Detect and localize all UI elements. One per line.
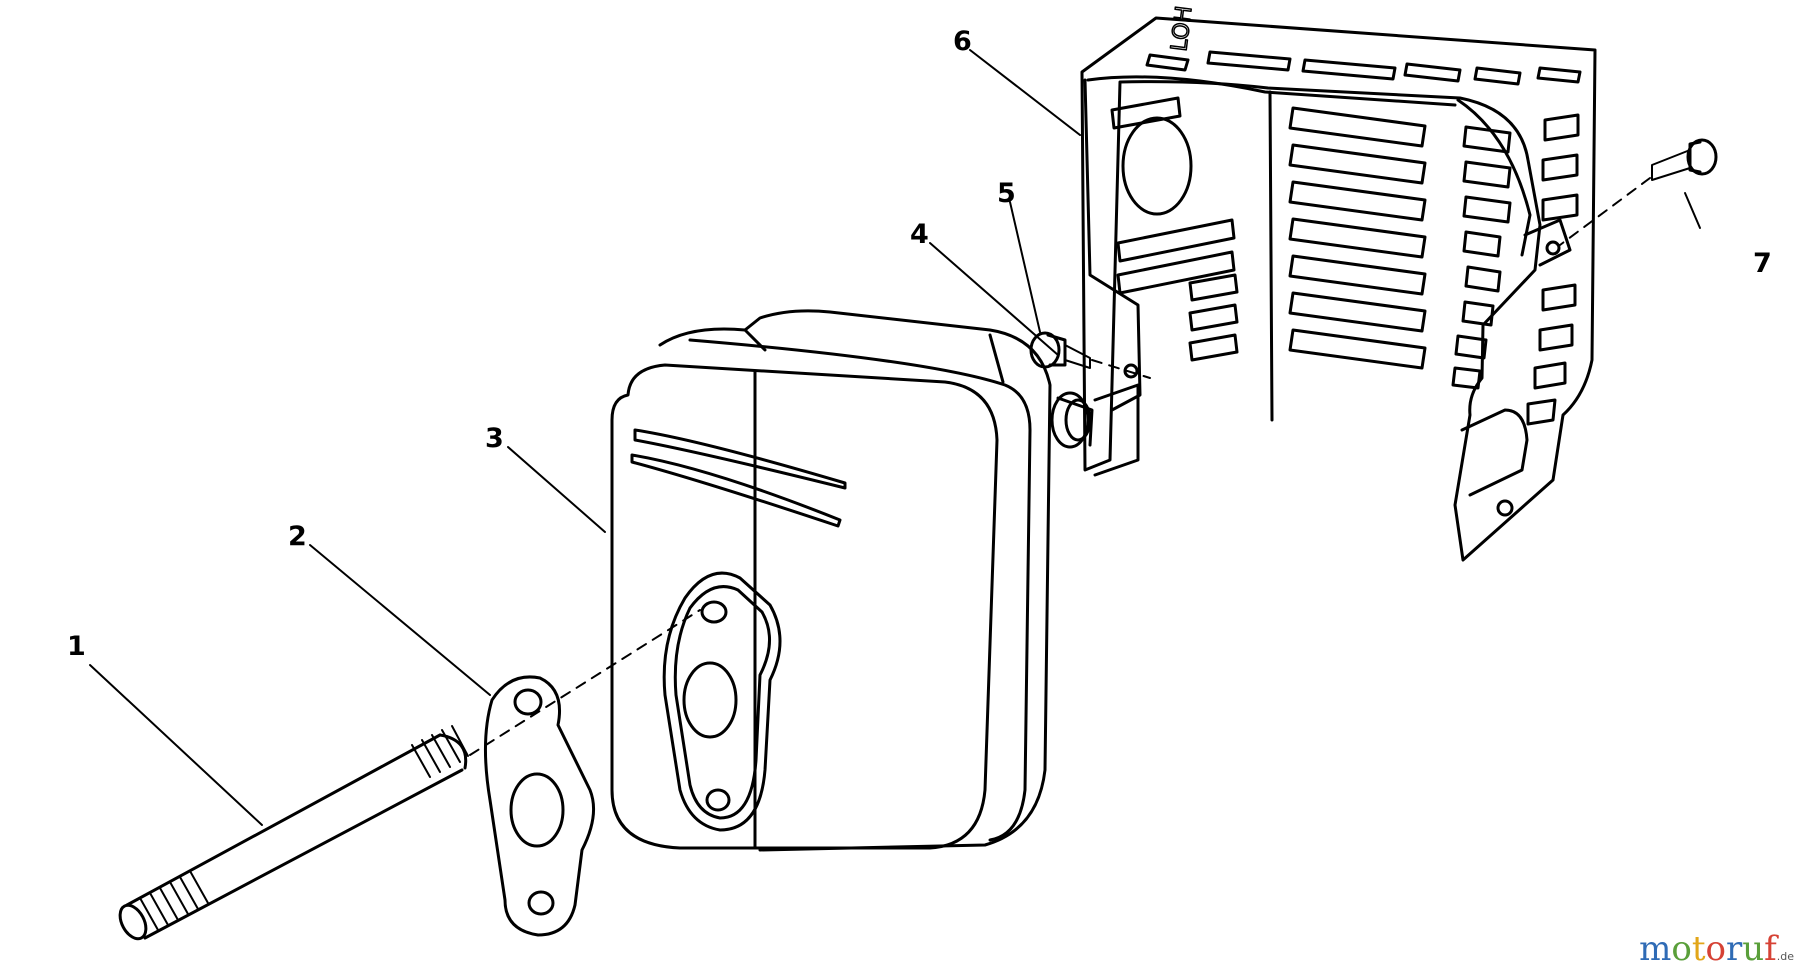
screw-right [1651,138,1718,181]
screw-left [1029,331,1091,369]
motoruf-watermark-logo: motoruf.de [1639,929,1794,969]
shield-stamp: LOH [1167,5,1197,53]
gasket [483,675,596,937]
watermark-letters: motoruf [1639,929,1777,969]
callout-7: 7 [1753,248,1772,279]
watermark-letter: o [1705,929,1726,969]
watermark-letter: f [1764,929,1777,969]
callout-2: 2 [288,521,307,552]
threaded-pipe [118,725,469,941]
watermark-letter: t [1691,929,1706,969]
spacer-nut [1050,391,1094,449]
callout-5: 5 [997,178,1016,209]
muffler [610,309,1052,852]
callout-6: 6 [953,26,972,57]
watermark-letter: r [1725,929,1743,969]
callout-4: 4 [910,219,929,250]
watermark-letter: o [1671,929,1692,969]
leader-lines [89,49,1701,826]
callout-1: 1 [67,631,86,662]
watermark-letter: u [1742,929,1765,969]
callout-3: 3 [485,423,504,454]
assembly-lines [469,177,1651,756]
watermark-letter: m [1639,929,1672,969]
heat-shield: LOH [1080,4,1597,562]
watermark-suffix: .de [1776,950,1794,963]
